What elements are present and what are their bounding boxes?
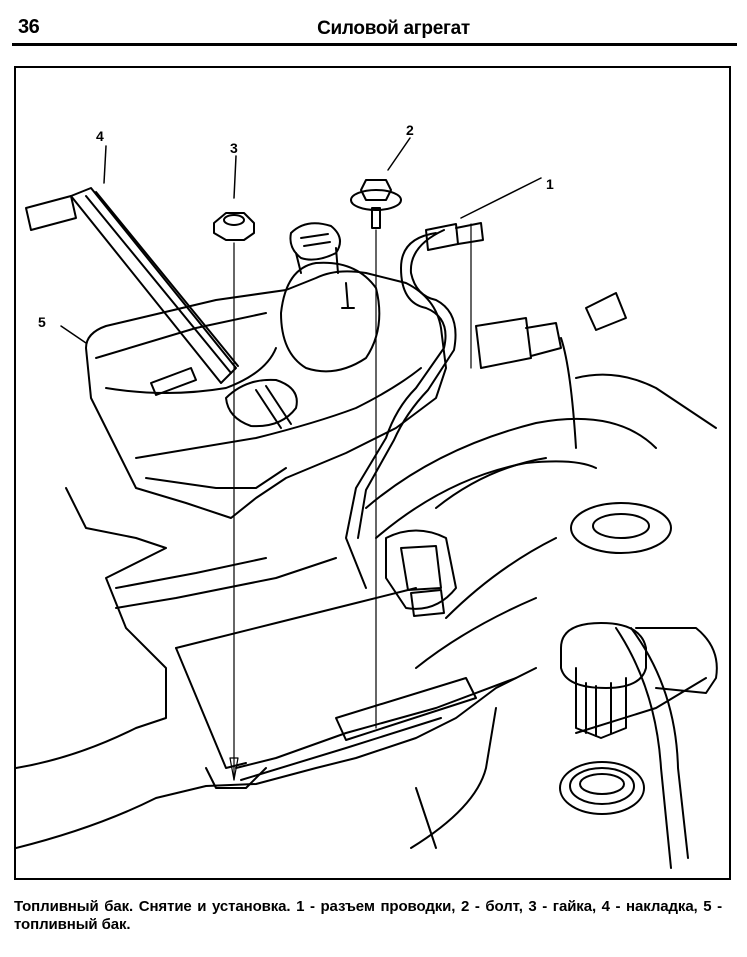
page-number: 36: [18, 16, 40, 38]
callout-3: 3: [230, 140, 238, 156]
bolt-2: [350, 179, 402, 229]
figure-frame: 4 3 2 1 5: [14, 66, 731, 880]
callout-2: 2: [406, 122, 414, 138]
fuel-tank-illustration: [16, 137, 718, 869]
fuel-tank: [85, 222, 447, 519]
gasket-seal: [559, 761, 645, 815]
floor-pan: [16, 487, 537, 849]
fuel-pump-module: [560, 622, 718, 869]
guide-lines: [229, 223, 472, 781]
lock-ring: [570, 502, 672, 554]
header-rule: [12, 43, 737, 46]
wheel-arch: [365, 373, 717, 669]
callout-5: 5: [38, 314, 46, 330]
leader-arrows: [60, 137, 542, 344]
running-title: Силовой агрегат: [317, 18, 470, 39]
figure-caption: Топливный бак. Снятие и установка. 1 - р…: [14, 898, 722, 933]
callout-4: 4: [96, 128, 104, 144]
callout-1: 1: [546, 176, 554, 192]
tank-strap: [25, 187, 239, 396]
nut-3: [213, 212, 255, 241]
evap-canister-connector: [385, 529, 457, 617]
